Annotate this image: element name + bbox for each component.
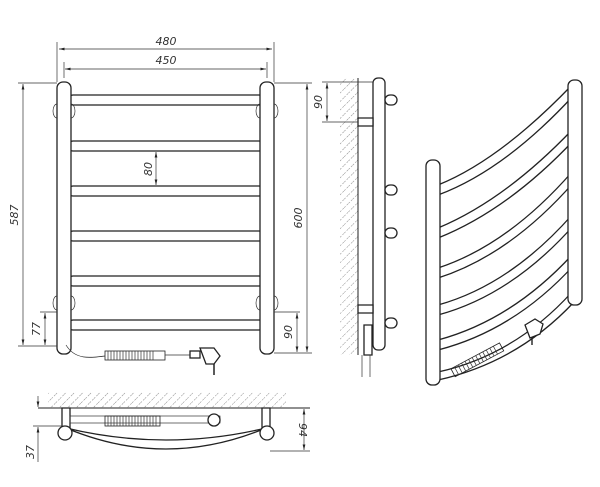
perspective-left-post — [425, 159, 441, 386]
dim-right-height: 600 — [292, 208, 305, 229]
rails — [67, 94, 265, 331]
dim-overall-width: 480 — [156, 35, 177, 48]
rail — [67, 275, 265, 287]
perspective-right-post — [567, 79, 583, 306]
wall-hatch — [340, 78, 358, 355]
dim-center-width: 450 — [156, 54, 177, 67]
dim-left-height: 587 — [8, 205, 21, 226]
perspective-view — [425, 79, 583, 386]
top-wall-hatch — [48, 392, 286, 408]
rail — [67, 319, 265, 331]
dim-side-top-offset: 90 — [312, 95, 325, 109]
dim-depth: 94 — [296, 423, 309, 437]
wall-brackets — [52, 103, 279, 311]
rail — [67, 94, 265, 106]
rail — [67, 185, 265, 197]
right-post — [259, 81, 275, 355]
front-view: 480 450 80 587 77 600 90 — [8, 35, 312, 375]
dimension-lines — [18, 42, 312, 354]
side-post — [372, 77, 386, 351]
dim-wall-gap: 37 — [24, 445, 37, 459]
dim-right-bottom-offset: 90 — [282, 325, 295, 339]
dim-rail-spacing: 80 — [142, 162, 155, 176]
rail — [67, 140, 265, 152]
heating-element-cable — [65, 344, 221, 375]
side-view: 90 — [312, 77, 398, 377]
dim-left-bottom-offset: 77 — [30, 322, 43, 336]
left-post — [56, 81, 72, 355]
rail — [67, 230, 265, 242]
top-view: 37 94 — [24, 392, 310, 462]
